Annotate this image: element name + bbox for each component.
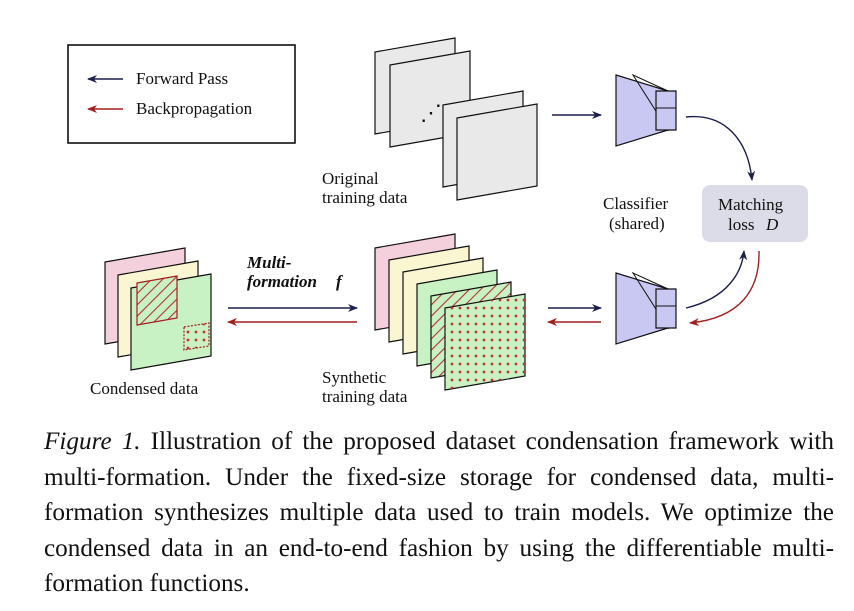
original-ellipsis: ⋰ [420, 100, 442, 125]
original-label-line1: Original [322, 169, 379, 188]
condensed-label: Condensed data [90, 379, 199, 398]
classifier-top [615, 73, 677, 147]
forward-arrow-classifier-bottom-to-loss [685, 250, 748, 309]
matching-loss-box [702, 185, 808, 242]
classifier-label-line1: Classifier [603, 194, 668, 213]
condensed-data [104, 247, 212, 371]
matching-loss-line1: Matching [718, 195, 784, 214]
caption-label: Figure 1. [44, 428, 141, 455]
condensed-hatched-region [136, 275, 178, 326]
caption-text: Illustration of the proposed dataset con… [44, 428, 834, 597]
framework-diagram: Forward Pass Backpropagation ⋰ Original … [67, 37, 808, 406]
multiformation-label-line1: Multi- [246, 253, 292, 272]
original-training-data: ⋰ [374, 37, 538, 201]
original-sheet-4 [456, 103, 538, 201]
classifier-bottom-end [655, 288, 677, 329]
classifier-label-line2: (shared) [609, 214, 665, 233]
original-label-line2: training data [322, 188, 408, 207]
forward-arrow-classifier-top-to-loss [685, 115, 756, 181]
synthetic-label-line2: training data [322, 387, 408, 406]
multiformation-label-line2: formation [247, 272, 317, 291]
synthetic-training-data [374, 233, 526, 391]
classifier-bottom [615, 271, 677, 345]
legend-box [67, 44, 296, 144]
multiformation-symbol: f [336, 272, 344, 291]
matching-loss-symbol: D [765, 215, 779, 234]
legend-forward-label: Forward Pass [136, 69, 228, 88]
condensed-dotted-region [183, 322, 210, 351]
matching-loss-line2: loss [728, 215, 754, 234]
synthetic-label-line1: Synthetic [322, 368, 387, 387]
legend-backward-label: Backpropagation [136, 99, 253, 118]
legend: Forward Pass Backpropagation [67, 44, 296, 144]
synthetic-sheet-dotted-overlay [445, 294, 525, 390]
backward-arrow-loss-to-classifier [689, 250, 760, 327]
matching-loss: Matching loss D [702, 185, 808, 242]
classifier-top-end [655, 90, 677, 131]
figure-caption: Figure 1. Illustration of the proposed d… [44, 424, 834, 602]
